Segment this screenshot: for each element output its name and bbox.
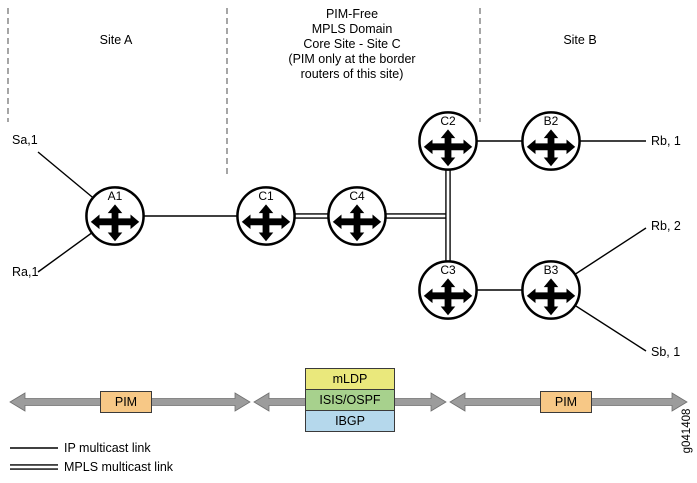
endpoint-label-rb2: Rb, 2 (651, 219, 681, 233)
pim-left-box: PIM (100, 391, 152, 413)
core-title-line: (PIM only at the border (288, 52, 416, 66)
core-title-line: MPLS Domain (311, 22, 393, 36)
endpoint-label-rb1: Rb, 1 (651, 134, 681, 148)
endpoint-label-sb1: Sb, 1 (651, 345, 681, 359)
isis-ospf-box: ISIS/OSPF (305, 389, 395, 411)
router-label-a1: A1 (107, 189, 123, 203)
endpoint-label-sa1: Sa,1 (12, 133, 38, 147)
router-label-b3: B3 (543, 263, 559, 277)
endpoint-label-ra1: Ra,1 (12, 265, 39, 279)
legend-mpls-label: MPLS multicast link (64, 460, 174, 474)
ibgp-box: IBGP (305, 410, 395, 432)
site-b-title: Site B (563, 33, 597, 47)
router-label-c2: C2 (440, 114, 456, 128)
router-label-b2: B2 (543, 114, 559, 128)
router-label-c1: C1 (258, 189, 274, 203)
site-a-title: Site A (99, 33, 133, 47)
core-site-title: PIM-Free MPLS Domain Core Site - Site C … (252, 7, 452, 82)
legend-ip-label: IP multicast link (64, 441, 151, 455)
core-title-line: Core Site - Site C (303, 37, 401, 51)
pim-right-box: PIM (540, 391, 592, 413)
mldp-box: mLDP (305, 368, 395, 390)
router-label-c3: C3 (440, 263, 456, 277)
figure-id: g041408 (681, 408, 693, 454)
core-title-line: PIM-Free (325, 7, 379, 21)
core-title-line: routers of this site) (300, 67, 404, 81)
router-label-c4: C4 (349, 189, 365, 203)
